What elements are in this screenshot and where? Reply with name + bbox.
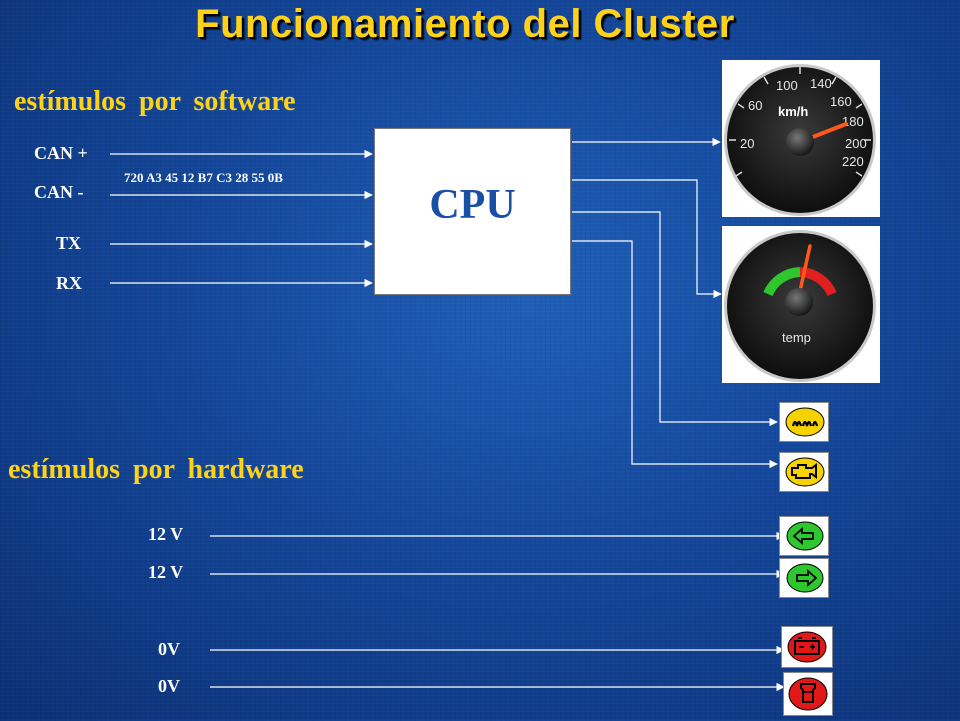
wire-to-glow-lamp bbox=[572, 211, 778, 427]
label-0v-battery: 0V bbox=[158, 639, 180, 659]
speed-tick-220: 220 bbox=[842, 154, 864, 169]
can-message-data: 720 A3 45 12 B7 C3 28 55 0B bbox=[124, 170, 283, 185]
check-engine-icon bbox=[779, 452, 829, 497]
speed-tick-140: 140 bbox=[810, 76, 832, 91]
speed-unit: km/h bbox=[778, 104, 808, 119]
label-rx: RX bbox=[56, 273, 82, 293]
label-can-minus: CAN - bbox=[34, 182, 84, 202]
label-tx: TX bbox=[56, 233, 82, 253]
speed-tick-180: 180 bbox=[842, 114, 864, 129]
speedometer-gauge: 20 60 100 140 160 180 200 220 km/h bbox=[722, 60, 880, 217]
speed-tick-200: 200 bbox=[845, 136, 867, 151]
temperature-gauge: temp bbox=[722, 226, 880, 383]
cpu-label: CPU bbox=[429, 182, 516, 228]
turn-left-icon bbox=[779, 516, 829, 561]
turn-right-icon bbox=[779, 558, 829, 603]
wire-to-temp-gauge bbox=[572, 179, 722, 299]
cpu-block: CPU bbox=[374, 128, 571, 295]
speed-tick-60: 60 bbox=[748, 98, 762, 113]
glow-plug-icon bbox=[779, 402, 829, 447]
label-0v-oil: 0V bbox=[158, 676, 180, 696]
temp-label: temp bbox=[782, 330, 811, 345]
battery-icon bbox=[781, 626, 833, 673]
label-can-plus: CAN + bbox=[34, 143, 88, 163]
slide-title: Funcionamiento del Cluster bbox=[195, 2, 735, 46]
hardware-stimuli-heading: estímulos por hardware bbox=[8, 454, 304, 485]
label-12v-right: 12 V bbox=[148, 562, 184, 582]
wire-to-engine-lamp bbox=[572, 240, 778, 469]
label-12v-left: 12 V bbox=[148, 524, 184, 544]
software-stimuli-heading: estímulos por software bbox=[14, 86, 296, 117]
speed-tick-20: 20 bbox=[740, 136, 754, 151]
speed-tick-100: 100 bbox=[776, 78, 798, 93]
speed-tick-160: 160 bbox=[830, 94, 852, 109]
oil-pressure-icon bbox=[783, 672, 833, 721]
